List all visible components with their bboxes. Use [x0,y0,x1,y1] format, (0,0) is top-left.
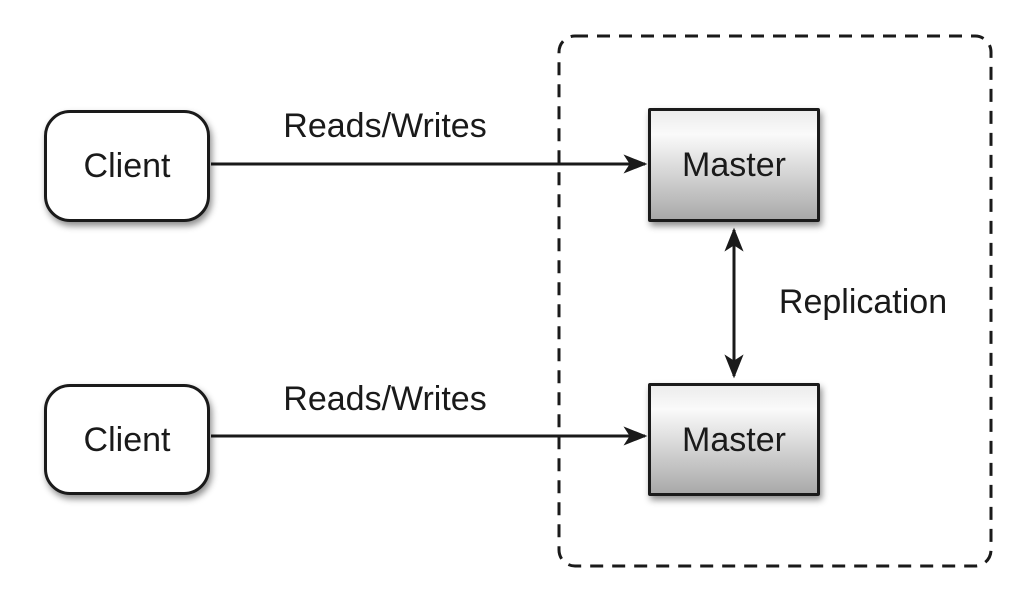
reads-writes-bottom-label: Reads/Writes [283,380,487,418]
client-top-node: Client [44,110,210,222]
reads-writes-top-label: Reads/Writes [283,107,487,145]
master-bottom-node: Master [648,383,820,496]
client-top-label: Client [83,147,171,185]
replication-label: Replication [778,283,948,321]
master-top-label: Master [682,146,786,184]
client-bottom-node: Client [44,384,210,495]
master-bottom-label: Master [682,420,786,459]
master-top-node: Master [648,108,820,222]
client-bottom-label: Client [83,420,171,459]
replication-group-boundary [557,34,993,568]
